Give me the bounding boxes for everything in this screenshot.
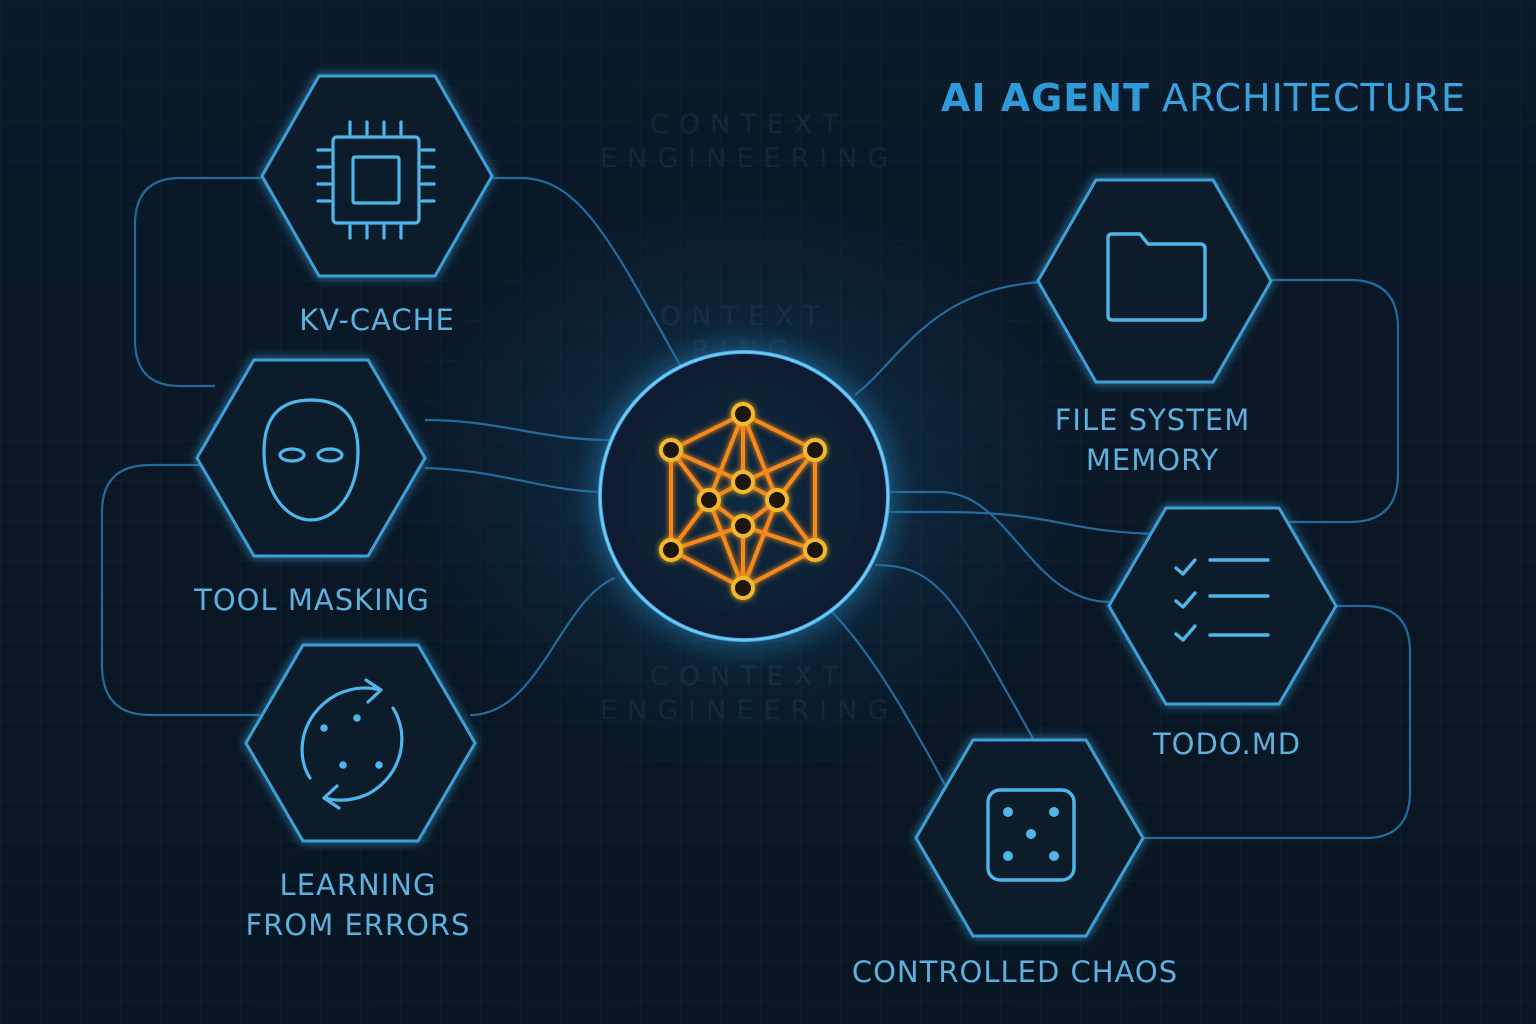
node-file-system: [1036, 178, 1273, 384]
cpu-chip-icon: [316, 120, 436, 240]
title-rest: ARCHITECTURE: [1161, 76, 1466, 120]
connector-line: [424, 418, 611, 442]
connector-line: [829, 609, 946, 786]
title-bold: AI AGENT: [940, 76, 1150, 120]
node-kv-cache: [260, 74, 494, 278]
label-kv-cache: KV-CACHE: [299, 303, 455, 337]
node-learning: [244, 643, 477, 843]
mask-icon: [262, 398, 360, 522]
label-tool-masking: TOOL MASKING: [194, 583, 430, 617]
hexagon-frame: [1107, 506, 1338, 706]
label-todo: TODO.MD: [1152, 727, 1302, 761]
hexagon-frame: [195, 358, 427, 558]
connector-line: [1143, 604, 1412, 840]
connector-line: [888, 510, 1161, 536]
connector-line: [469, 576, 616, 717]
hexagon-frame: [1036, 178, 1273, 384]
hub-circle: [594, 346, 894, 646]
connector-line: [1265, 278, 1400, 524]
connector-line: [874, 563, 1036, 743]
connector-line: [854, 280, 1041, 396]
folder-icon: [1106, 232, 1207, 322]
connector-line: [100, 463, 260, 717]
dice-icon: [986, 788, 1076, 882]
hexagon-frame: [260, 74, 494, 278]
connector-line: [890, 490, 1111, 604]
connector-line: [133, 176, 265, 388]
checklist-icon: [1174, 558, 1270, 642]
node-todo: [1107, 506, 1338, 706]
node-tool-masking: [195, 358, 427, 558]
hexagon-frame: [244, 643, 477, 843]
network-graph-icon: [659, 402, 827, 600]
connector-line: [424, 466, 601, 494]
refresh-cycle-icon: [300, 678, 404, 810]
connector-line: [490, 176, 681, 366]
connector-lines: [100, 176, 1412, 840]
label-chaos: CONTROLLED CHAOS: [851, 955, 1179, 989]
